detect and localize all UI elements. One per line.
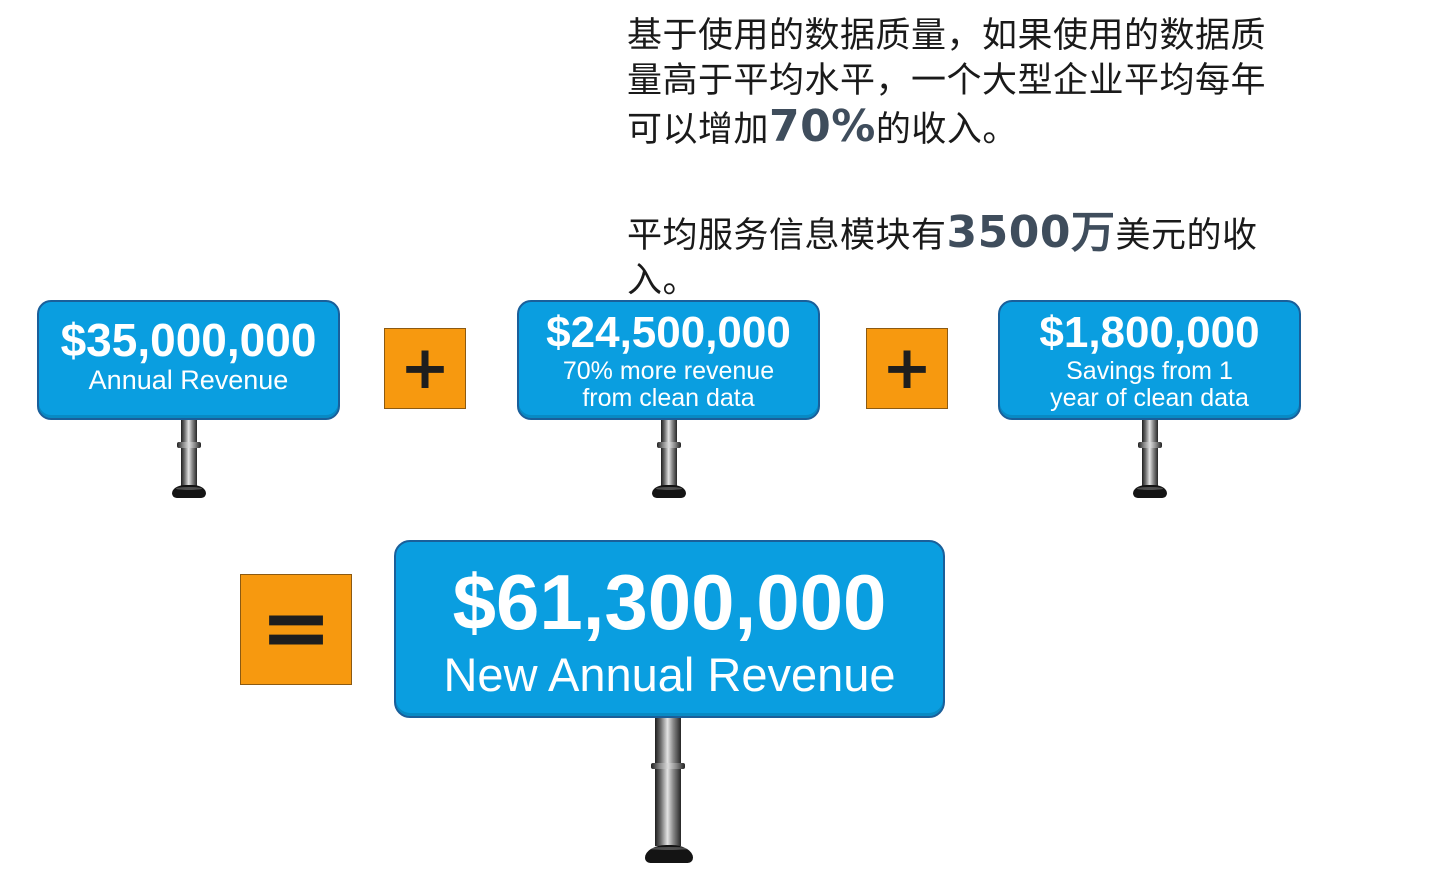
sign-clean-data-revenue: $24,500,000 70% more revenue from clean … xyxy=(517,300,820,420)
sign-post-foot xyxy=(1133,485,1167,498)
sign-savings: $1,800,000 Savings from 1 year of clean … xyxy=(998,300,1301,420)
sign-amount: $24,500,000 xyxy=(546,308,791,357)
intro-line-4-suffix: 美元的收入。 xyxy=(627,216,1258,301)
plus-operator: + xyxy=(866,328,948,409)
result-sign-post xyxy=(651,716,685,846)
sign-caption: Annual Revenue xyxy=(88,365,289,395)
sign-amount: $35,000,000 xyxy=(60,314,317,366)
intro-text: 基于使用的数据质量，如果使用的数据质 量高于平均水平，一个大型企业平均每年 可以… xyxy=(627,14,1327,304)
result-sign-post-foot xyxy=(645,845,693,863)
sign-post xyxy=(1138,418,1162,486)
result-caption: New Annual Revenue xyxy=(443,648,896,701)
intro-line-3: 可以增加70%的收入。 xyxy=(627,104,1327,153)
result-amount: $61,300,000 xyxy=(452,558,887,646)
sign-caption-line-2: year of clean data xyxy=(1050,384,1249,412)
sign-post xyxy=(177,418,201,486)
intro-line-3-prefix: 可以增加 xyxy=(627,110,770,150)
sign-post xyxy=(657,418,681,486)
intro-line-2: 量高于平均水平，一个大型企业平均每年 xyxy=(627,61,1267,101)
sign-annual-revenue: $35,000,000 Annual Revenue xyxy=(37,300,340,420)
intro-line-4-prefix: 平均服务信息模块有 xyxy=(627,216,947,256)
sign-post-foot xyxy=(652,485,686,498)
sign-caption-line-1: 70% more revenue xyxy=(562,357,775,385)
sign-amount: $1,800,000 xyxy=(1039,308,1260,357)
intro-line-3-suffix: 的收入。 xyxy=(875,110,1018,150)
result-sign: $61,300,000 New Annual Revenue xyxy=(394,540,945,718)
sign-caption-line-1: Savings from 1 xyxy=(1066,357,1233,385)
intro-highlight-amount: 3500万 xyxy=(946,207,1116,258)
intro-paragraph-2: 平均服务信息模块有3500万美元的收入。 xyxy=(627,210,1327,304)
plus-operator: + xyxy=(384,328,466,409)
sign-post-foot xyxy=(172,485,206,498)
intro-paragraph-1: 基于使用的数据质量，如果使用的数据质 量高于平均水平，一个大型企业平均每年 可以… xyxy=(627,14,1327,153)
sign-caption-line-2: from clean data xyxy=(582,384,755,412)
intro-line-1: 基于使用的数据质量，如果使用的数据质 xyxy=(627,16,1267,56)
equals-operator: = xyxy=(240,574,352,685)
intro-highlight-percent: 70% xyxy=(769,101,876,152)
